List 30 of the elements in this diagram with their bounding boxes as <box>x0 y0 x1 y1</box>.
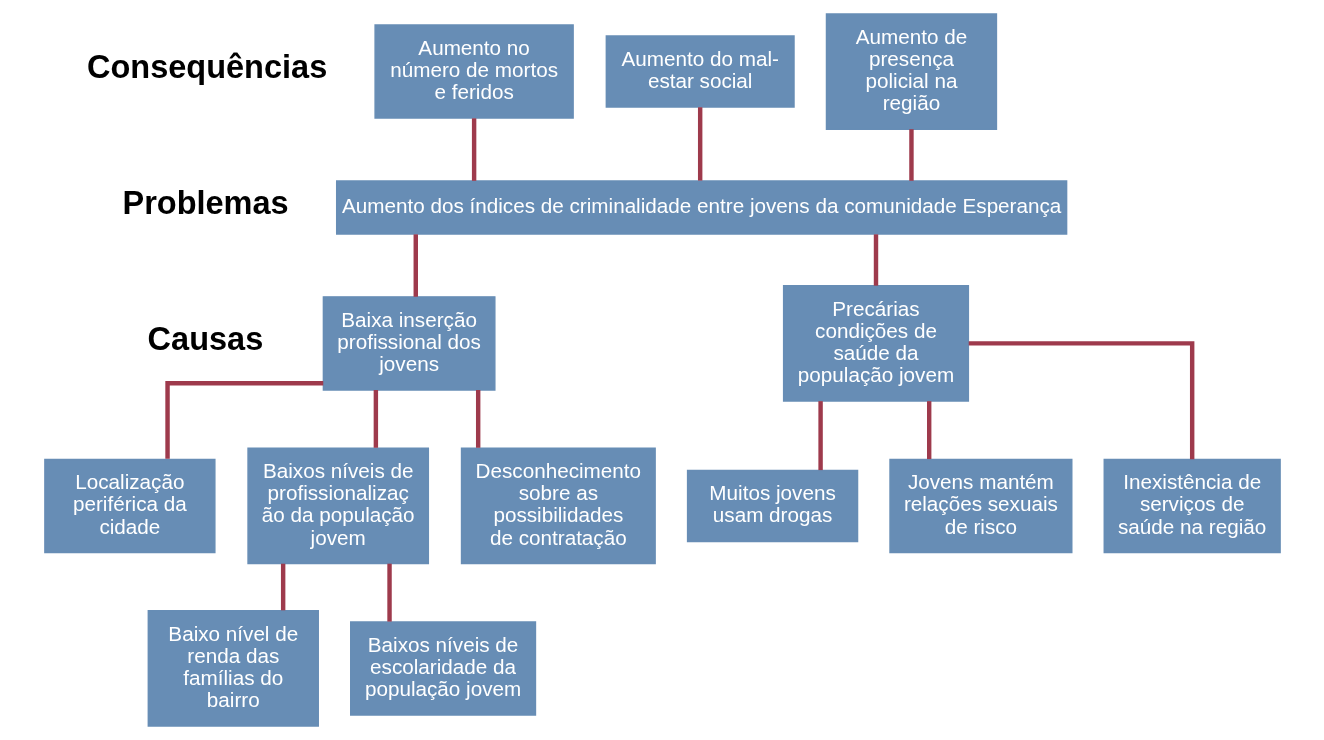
node-box: Muitos jovens usam drogas <box>686 469 858 543</box>
connector <box>968 341 1194 460</box>
connector <box>413 234 418 297</box>
node-box: Inexistência de serviços de saúde na região <box>1103 458 1281 554</box>
connector <box>817 401 823 471</box>
connector <box>471 118 476 181</box>
connector <box>926 401 931 460</box>
node-box: Baixos níveis de escolaridade da população jovem <box>349 621 536 716</box>
node-box: Desconhecimento sobre as possibilidades de contratação <box>460 447 656 565</box>
connector <box>280 563 285 611</box>
connector <box>164 381 323 459</box>
node-box: Aumento no número de mortos e feridos <box>373 24 574 119</box>
connector <box>475 390 480 448</box>
connector <box>697 107 702 181</box>
connector <box>386 563 392 622</box>
node-box: Aumento dos índices de criminalidade entre jovens da comunidade Esperança <box>335 180 1067 235</box>
label: Causas <box>147 321 263 358</box>
node-box: Aumento de presença policial na região <box>825 13 997 130</box>
connector <box>373 390 378 448</box>
node-box: Baixa inserção profissional dos jovens <box>322 296 496 391</box>
node-box: Precárias condições de saúde da população jovem <box>782 285 969 402</box>
connector <box>873 234 878 286</box>
node-box: Jovens mantém relações sexuais de risco <box>888 458 1072 554</box>
label: Consequências <box>86 49 327 86</box>
node-box: Baixo nível de renda das famílias do bairro <box>147 610 319 727</box>
label: Problemas <box>121 185 289 222</box>
node-box: Localização periférica da cidade <box>43 458 216 554</box>
node-box: Baixos níveis de profissionalização da população jovem <box>246 447 429 565</box>
node-box: Aumento do mal-estar social <box>605 35 795 108</box>
connector <box>908 129 914 181</box>
